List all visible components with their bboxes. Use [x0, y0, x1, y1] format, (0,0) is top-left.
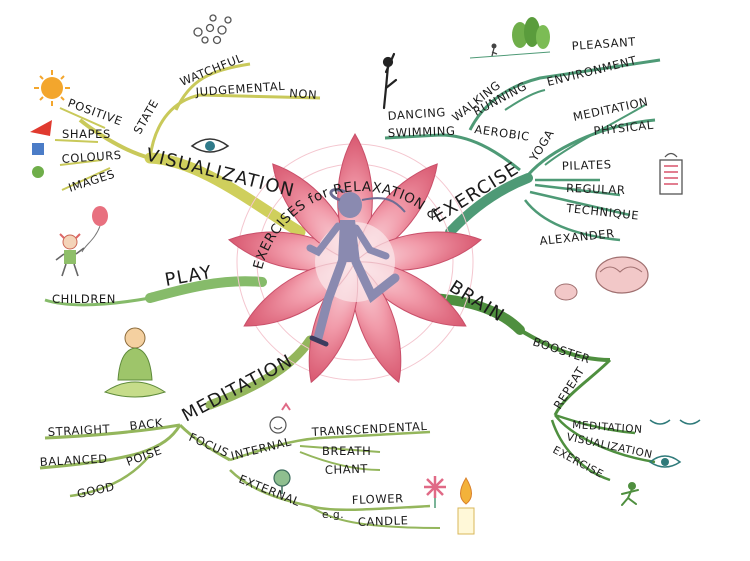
meditation-internal: INTERNAL	[229, 434, 292, 463]
exercise-environment: ENVIRONMENT	[545, 53, 638, 89]
meditation-flower: FLOWER	[352, 491, 404, 507]
exercise-physical: PHYSICAL	[593, 118, 655, 138]
visualization-colours: COLOURS	[61, 148, 122, 166]
buddha-icon	[103, 327, 167, 398]
meditation-candle: CANDLE	[358, 513, 409, 529]
meditation-focus: FOCUS	[187, 430, 231, 460]
brain-booster: BOOSTER	[531, 335, 592, 367]
exercise-dancing: DANCING	[387, 105, 446, 123]
flower-icon	[424, 476, 446, 508]
meditation-balanced: BALANCED	[39, 451, 107, 469]
runner-small-icon	[621, 482, 639, 506]
spiral-icon	[193, 14, 232, 45]
exercise-aerobic: AEROBIC	[474, 122, 531, 144]
dancer-icon	[382, 52, 398, 110]
meditation-eg: e.g.	[322, 509, 344, 521]
exercise-swimming: SWIMMING	[388, 124, 456, 140]
runner-icon	[306, 188, 406, 347]
square-icon	[32, 143, 44, 155]
trees-icon	[469, 17, 551, 59]
closed-eyes-icon	[649, 419, 701, 425]
meditation-transcendental: TRANSCENDENTAL	[310, 419, 427, 439]
meditation-chant: CHANT	[325, 461, 369, 477]
circle-icon	[32, 166, 44, 178]
exercise-pleasant: PLEASANT	[571, 35, 636, 53]
meditation-poise: POISE	[124, 443, 164, 469]
branch-label-exercise: EXERCISE	[430, 158, 523, 227]
visualization-shapes: SHAPES	[62, 127, 111, 141]
meditation-external: EXTERNAL	[237, 472, 302, 509]
brain-icon	[554, 256, 649, 301]
candle-icon	[457, 477, 475, 535]
visualization-non: NON	[289, 86, 318, 102]
brain-meditation: MEDITATION	[572, 419, 643, 436]
clipboard-icon	[659, 152, 683, 195]
visualization-images: IMAGES	[67, 167, 117, 195]
sun-icon	[34, 70, 70, 106]
triangle-icon	[30, 120, 52, 136]
smiley-icon	[269, 402, 291, 434]
visualization-judgemental: JUDGEMENTAL	[194, 79, 285, 99]
exercise-technique: TECHNIQUE	[565, 201, 640, 223]
branch-label-meditation: MEDITATION	[178, 350, 296, 426]
brain-repeat: REPEAT	[551, 364, 588, 412]
exercise-alexander: ALEXANDER	[539, 226, 615, 248]
eye-icon	[190, 138, 230, 153]
exercise-pilates: PILATES	[562, 157, 612, 173]
open-eye-icon	[648, 455, 682, 468]
branch-lines	[39, 58, 661, 529]
balloon-child-icon	[55, 206, 108, 277]
meditation-good: GOOD	[76, 479, 116, 501]
globe-icon	[273, 469, 291, 494]
play-children: CHILDREN	[52, 292, 116, 306]
meditation-breath: BREATH	[322, 444, 371, 458]
meditation-back: BACK	[129, 416, 164, 433]
meditation-straight: STRAIGHT	[47, 422, 111, 439]
exercise-regular: REGULAR	[566, 181, 626, 197]
